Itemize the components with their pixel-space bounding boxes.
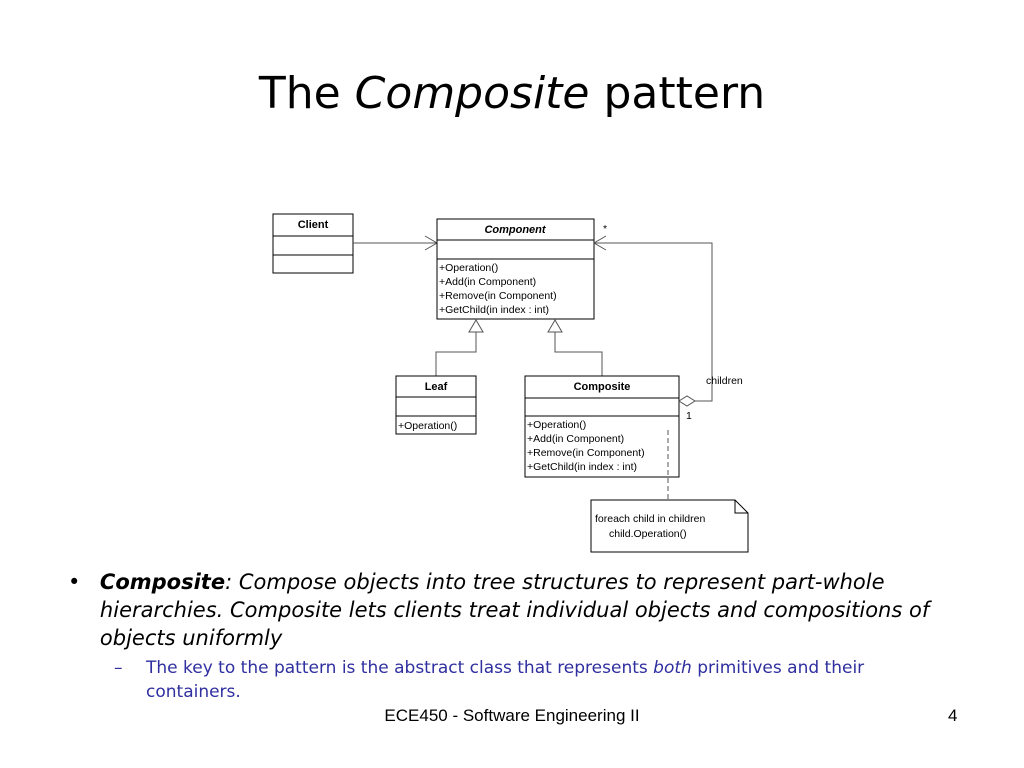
association-role-label: children — [706, 375, 743, 387]
title-emphasis: Composite — [354, 68, 590, 119]
sub-text-after: primitives and their containers. — [146, 658, 865, 702]
bullet-colon: : — [225, 570, 233, 594]
slide-title: The Composite pattern — [0, 68, 1024, 119]
bullet-dot: • — [68, 570, 81, 594]
leaf-class: Leaf +Operation() — [395, 375, 477, 435]
client-class-name: Client — [298, 219, 329, 231]
multiplicity-many: * — [603, 223, 607, 235]
sub-bullet-item: – The key to the pattern is the abstract… — [114, 656, 968, 704]
component-operation: +Operation() — [439, 262, 498, 274]
children-aggregation: * children 1 — [593, 223, 743, 422]
title-suffix: pattern — [603, 68, 766, 119]
component-operation: +Add(in Component) — [439, 276, 536, 288]
bullet-text: Composite: Compose objects into tree str… — [100, 568, 968, 652]
footer-page-number: 4 — [948, 706, 958, 725]
sub-text-before: The key to the pattern is the abstract c… — [146, 658, 654, 678]
sub-bullet-text: The key to the pattern is the abstract c… — [146, 656, 956, 704]
leaf-generalization — [435, 319, 484, 376]
component-class-name: Component — [484, 224, 546, 236]
bullet-item: • Composite: Compose objects into tree s… — [68, 568, 968, 652]
composite-class: Composite +Operation() +Add(in Component… — [524, 375, 680, 478]
composite-operation: +GetChild(in index : int) — [527, 461, 637, 473]
sub-text-emphasis: both — [653, 658, 692, 678]
footer-course-title: ECE450 - Software Engineering II — [384, 706, 640, 725]
client-class: Client — [272, 213, 354, 274]
composite-operation: +Operation() — [527, 419, 586, 431]
composite-class-name: Composite — [574, 381, 631, 393]
title-prefix: The — [258, 68, 341, 119]
client-component-association — [353, 235, 438, 251]
operation-note: foreach child in children child.Operatio… — [590, 499, 749, 553]
composite-operation: +Remove(in Component) — [527, 447, 645, 459]
sub-bullet-dash: – — [114, 658, 123, 678]
note-line: child.Operation() — [609, 528, 687, 540]
leaf-class-name: Leaf — [425, 381, 448, 393]
leaf-operation: +Operation() — [398, 420, 457, 432]
bullet-term: Composite — [99, 570, 226, 594]
component-operation: +GetChild(in index : int) — [439, 304, 549, 316]
multiplicity-one: 1 — [686, 410, 692, 422]
component-class: Component +Operation() +Add(in Component… — [436, 218, 595, 320]
bullet-definition: Compose objects into tree structures to … — [99, 570, 930, 650]
bullet-list: • Composite: Compose objects into tree s… — [68, 568, 968, 704]
composite-generalization — [547, 319, 603, 376]
component-operation: +Remove(in Component) — [439, 290, 557, 302]
composite-operation: +Add(in Component) — [527, 433, 624, 445]
note-line: foreach child in children — [595, 513, 705, 525]
